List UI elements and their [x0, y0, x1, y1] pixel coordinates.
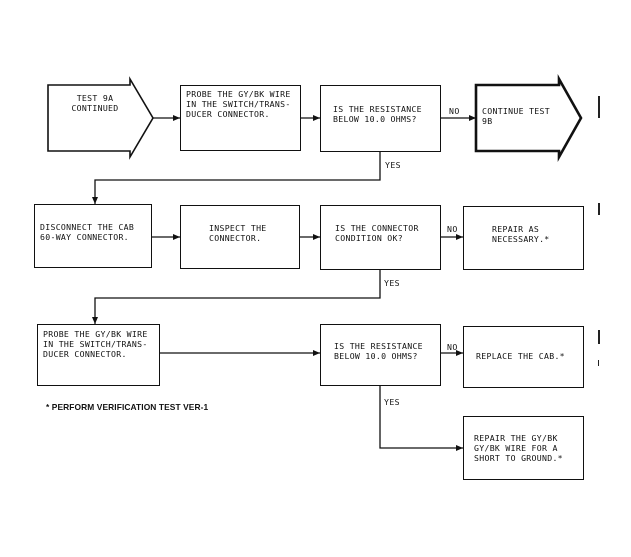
row1-no-label: NO: [449, 106, 460, 116]
disconnect-line1: DISCONNECT THE CAB: [40, 222, 135, 232]
replace-cab-box: REPLACE THE CAB.*: [463, 326, 584, 388]
probe2-line2: IN THE SWITCH/TRANS-: [43, 339, 148, 349]
decision1-line2: BELOW 10.0 OHMS?: [333, 114, 417, 124]
probe1-line2: IN THE SWITCH/TRANS-: [186, 99, 291, 109]
decision2-line1: IS THE CONNECTOR: [335, 223, 419, 233]
inspect-line2: CONNECTOR.: [209, 233, 262, 243]
row1-yes-label: YES: [385, 160, 401, 170]
repair2-line2: GY/BK WIRE FOR A: [474, 443, 558, 453]
inspect-line1: INSPECT THE: [209, 223, 267, 233]
start-label: TEST 9A CONTINUED: [58, 93, 132, 113]
decision2-line2: CONDITION OK?: [335, 233, 403, 243]
probe1-line1: PROBE THE GY/BK WIRE: [186, 89, 291, 99]
resistance-decision-box-2: IS THE RESISTANCE BELOW 10.0 OHMS?: [320, 324, 441, 386]
row3-yes-label: YES: [384, 397, 400, 407]
repair1-line1: REPAIR AS: [492, 224, 540, 234]
decision3-line2: BELOW 10.0 OHMS?: [334, 351, 418, 361]
margin-mark-4: [598, 360, 599, 366]
decision1-line1: IS THE RESISTANCE: [333, 104, 422, 114]
margin-mark-3: [598, 330, 600, 344]
verification-note: * PERFORM VERIFICATION TEST VER-1: [46, 402, 209, 412]
start-line1: TEST 9A: [76, 93, 114, 103]
margin-mark-1: [598, 96, 600, 118]
probe2-line3: DUCER CONNECTOR.: [43, 349, 127, 359]
decision3-line1: IS THE RESISTANCE: [334, 341, 423, 351]
start-line2: CONTINUED: [71, 103, 119, 113]
continue-line2: 9B: [482, 116, 493, 126]
probe-wire-box-2: PROBE THE GY/BK WIRE IN THE SWITCH/TRANS…: [37, 324, 160, 386]
repair-as-necessary-box: REPAIR AS NECESSARY.*: [463, 206, 584, 270]
row3-no-label: NO: [447, 342, 458, 352]
probe-wire-box-1: PROBE THE GY/BK WIRE IN THE SWITCH/TRANS…: [180, 85, 301, 151]
replace-line1: REPLACE THE CAB.*: [476, 351, 565, 361]
inspect-connector-box: INSPECT THE CONNECTOR.: [180, 205, 300, 269]
connector-condition-decision-box: IS THE CONNECTOR CONDITION OK?: [320, 205, 441, 270]
repair2-line3: SHORT TO GROUND.*: [474, 453, 563, 463]
row2-no-label: NO: [447, 224, 458, 234]
disconnect-line2: 60-WAY CONNECTOR.: [40, 232, 129, 242]
resistance-decision-box-1: IS THE RESISTANCE BELOW 10.0 OHMS?: [320, 85, 441, 152]
disconnect-connector-box: DISCONNECT THE CAB 60-WAY CONNECTOR.: [34, 204, 152, 268]
continue-label: CONTINUE TEST 9B: [482, 106, 560, 126]
repair1-line2: NECESSARY.*: [492, 234, 550, 244]
probe2-line1: PROBE THE GY/BK WIRE: [43, 329, 148, 339]
margin-mark-2: [598, 203, 600, 215]
probe1-line3: DUCER CONNECTOR.: [186, 109, 270, 119]
continue-line1: CONTINUE TEST: [482, 106, 550, 116]
repair2-line1: REPAIR THE GY/BK: [474, 433, 558, 443]
repair-short-box: REPAIR THE GY/BK GY/BK WIRE FOR A SHORT …: [463, 416, 584, 480]
row2-yes-label: YES: [384, 278, 400, 288]
